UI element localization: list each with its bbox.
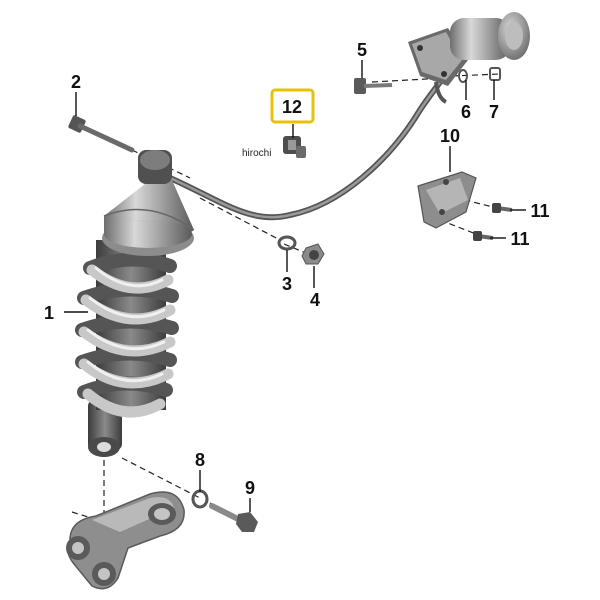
lower-linkage — [66, 491, 185, 590]
callout-4[interactable]: 4 — [310, 290, 320, 310]
bracket-bolt-upper — [492, 203, 513, 213]
coil-spring — [75, 252, 179, 418]
callout-11-upper[interactable]: 11 — [530, 201, 549, 221]
washer-6 — [458, 69, 468, 83]
callout-10[interactable]: 10 — [440, 126, 460, 146]
callout-7[interactable]: 7 — [489, 102, 499, 122]
callout-labels: 1 2 3 4 5 6 7 8 9 10 11 11 12 — [44, 40, 550, 498]
callout-3[interactable]: 3 — [282, 274, 292, 294]
callout-6[interactable]: 6 — [461, 102, 471, 122]
callout-12[interactable]: 12 — [282, 97, 302, 117]
leader-lines — [64, 60, 526, 512]
callout-8[interactable]: 8 — [195, 450, 205, 470]
callout-9[interactable]: 9 — [245, 478, 255, 498]
callout-2[interactable]: 2 — [71, 72, 81, 92]
highlight-box — [270, 88, 315, 124]
nut-4 — [301, 243, 325, 265]
linkage-bolt — [209, 503, 258, 532]
hose-clip — [283, 136, 306, 158]
callout-1[interactable]: 1 — [44, 303, 54, 323]
watermark-text: hirochi — [242, 148, 271, 159]
callout-11-lower[interactable]: 11 — [510, 229, 529, 249]
nut-7 — [489, 67, 501, 81]
reservoir — [408, 12, 530, 104]
reservoir-bolt — [354, 78, 393, 94]
washer-8 — [191, 489, 209, 509]
callout-5[interactable]: 5 — [357, 40, 367, 60]
bracket — [417, 171, 477, 229]
washer-3 — [277, 235, 297, 251]
shock-absorber — [75, 150, 195, 457]
top-mount-bolt — [68, 115, 135, 153]
bracket-bolt-lower — [473, 231, 494, 241]
